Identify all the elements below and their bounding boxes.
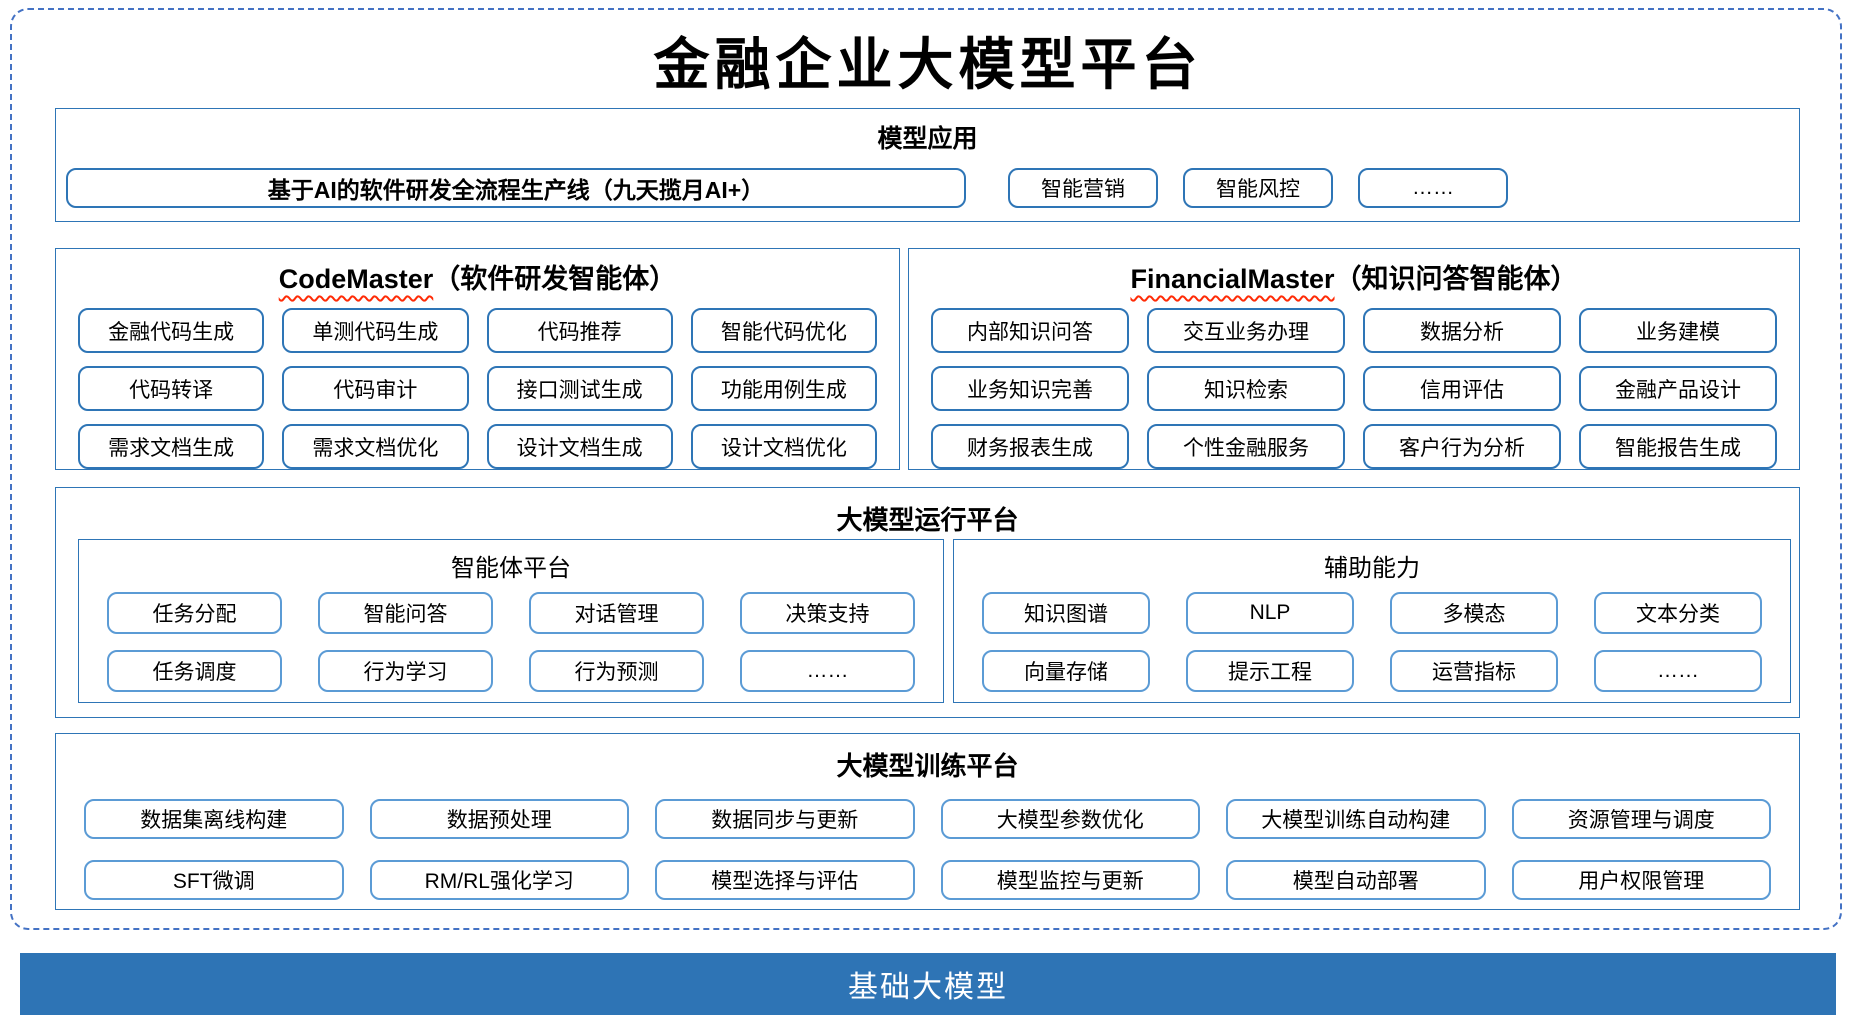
capability-box: 设计文档生成 xyxy=(486,424,673,469)
capability-box: 提示工程 xyxy=(1186,650,1354,692)
capability-box: 大模型参数优化 xyxy=(940,799,1200,839)
capability-box: 向量存储 xyxy=(982,650,1150,692)
capability-box: 业务知识完善 xyxy=(931,366,1129,411)
capability-box: 文本分类 xyxy=(1594,592,1762,634)
capability-box: 智能报告生成 xyxy=(1579,424,1777,469)
capability-box: 运营指标 xyxy=(1390,650,1558,692)
capability-box: 知识检索 xyxy=(1147,366,1345,411)
pipeline-box: 基于AI的软件研发全流程生产线（九天揽月AI+） xyxy=(66,168,966,208)
financialmaster-grid: 内部知识问答 交互业务办理 数据分析 业务建模 业务知识完善 知识检索 信用评估… xyxy=(909,308,1799,469)
run-platform-section: 大模型运行平台 智能体平台 任务分配 智能问答 对话管理 决策支持 任务调度 行… xyxy=(55,487,1800,718)
capability-box: RM/RL强化学习 xyxy=(369,860,629,900)
aux-ability-grid: 知识图谱 NLP 多模态 文本分类 向量存储 提示工程 运营指标 …… xyxy=(954,592,1790,692)
app-box: 智能风控 xyxy=(1183,168,1333,208)
capability-box: 设计文档优化 xyxy=(690,424,877,469)
aux-ability-box: 辅助能力 知识图谱 NLP 多模态 文本分类 向量存储 提示工程 运营指标 …… xyxy=(953,539,1791,703)
capability-box: 多模态 xyxy=(1390,592,1558,634)
agent-platform-grid: 任务分配 智能问答 对话管理 决策支持 任务调度 行为学习 行为预测 …… xyxy=(79,592,943,692)
model-app-section: 模型应用 基于AI的软件研发全流程生产线（九天揽月AI+） 智能营销 智能风控 … xyxy=(55,108,1800,222)
platform-dashed-outline xyxy=(10,8,1842,930)
capability-box: 数据集离线构建 xyxy=(84,799,344,839)
train-platform-section: 大模型训练平台 数据集离线构建 数据预处理 数据同步与更新 大模型参数优化 大模… xyxy=(55,733,1800,910)
capability-box: 知识图谱 xyxy=(982,592,1150,634)
app-box: 智能营销 xyxy=(1008,168,1158,208)
agent-platform-box: 智能体平台 任务分配 智能问答 对话管理 决策支持 任务调度 行为学习 行为预测… xyxy=(78,539,944,703)
capability-box: 客户行为分析 xyxy=(1363,424,1561,469)
base-model-bar: 基础大模型 xyxy=(20,953,1836,1015)
capability-box: 业务建模 xyxy=(1579,308,1777,353)
capability-box: 财务报表生成 xyxy=(931,424,1129,469)
capability-box: 用户权限管理 xyxy=(1511,860,1771,900)
capability-box: 信用评估 xyxy=(1363,366,1561,411)
capability-box: 功能用例生成 xyxy=(690,366,877,411)
capability-box: 对话管理 xyxy=(529,592,704,634)
capability-box: 金融代码生成 xyxy=(78,308,265,353)
capability-box: 需求文档优化 xyxy=(282,424,469,469)
app-box-ellipsis: …… xyxy=(1358,168,1508,208)
aux-ability-header: 辅助能力 xyxy=(1324,555,1420,582)
financialmaster-section: FinancialMaster（知识问答智能体） 内部知识问答 交互业务办理 数… xyxy=(908,248,1800,470)
capability-box: 单测代码生成 xyxy=(282,308,469,353)
capability-box: 资源管理与调度 xyxy=(1511,799,1771,839)
run-platform-header: 大模型运行平台 xyxy=(836,505,1019,535)
capability-box: 数据同步与更新 xyxy=(655,799,915,839)
capability-box: 个性金融服务 xyxy=(1147,424,1345,469)
capability-box: 代码转译 xyxy=(78,366,265,411)
capability-box: 数据预处理 xyxy=(369,799,629,839)
capability-box-ellipsis: …… xyxy=(1594,650,1762,692)
codemaster-subtitle: （软件研发智能体） xyxy=(433,264,677,294)
capability-box: 智能问答 xyxy=(318,592,493,634)
financialmaster-name: FinancialMaster xyxy=(1130,264,1335,294)
codemaster-grid: 金融代码生成 单测代码生成 代码推荐 智能代码优化 代码转译 代码审计 接口测试… xyxy=(56,308,899,469)
capability-box: 任务分配 xyxy=(107,592,282,634)
capability-box: 交互业务办理 xyxy=(1147,308,1345,353)
capability-box: 智能代码优化 xyxy=(690,308,877,353)
train-platform-header: 大模型训练平台 xyxy=(836,751,1019,781)
train-platform-grid: 数据集离线构建 数据预处理 数据同步与更新 大模型参数优化 大模型训练自动构建 … xyxy=(56,799,1799,900)
capability-box: 需求文档生成 xyxy=(78,424,265,469)
base-model-label: 基础大模型 xyxy=(848,971,1008,1004)
financialmaster-subtitle: （知识问答智能体） xyxy=(1334,264,1578,294)
codemaster-header: CodeMaster（软件研发智能体） xyxy=(56,257,899,296)
capability-box: 数据分析 xyxy=(1363,308,1561,353)
capability-box: 模型监控与更新 xyxy=(940,860,1200,900)
capability-box: 大模型训练自动构建 xyxy=(1226,799,1486,839)
capability-box: 代码审计 xyxy=(282,366,469,411)
model-app-row: 基于AI的软件研发全流程生产线（九天揽月AI+） 智能营销 智能风控 …… xyxy=(56,168,1799,208)
codemaster-name: CodeMaster xyxy=(278,264,434,294)
agent-platform-header: 智能体平台 xyxy=(451,555,571,582)
capability-box: 行为预测 xyxy=(529,650,704,692)
capability-box: 代码推荐 xyxy=(486,308,673,353)
capability-box: 金融产品设计 xyxy=(1579,366,1777,411)
capability-box: SFT微调 xyxy=(84,860,344,900)
capability-box: 行为学习 xyxy=(318,650,493,692)
capability-box: 接口测试生成 xyxy=(486,366,673,411)
capability-box: NLP xyxy=(1186,592,1354,634)
capability-box: 模型自动部署 xyxy=(1226,860,1486,900)
capability-box: 决策支持 xyxy=(740,592,915,634)
capability-box: 模型选择与评估 xyxy=(655,860,915,900)
page-title: 金融企业大模型平台 xyxy=(653,32,1203,98)
model-app-header: 模型应用 xyxy=(877,125,978,153)
financialmaster-header: FinancialMaster（知识问答智能体） xyxy=(909,257,1799,296)
codemaster-section: CodeMaster（软件研发智能体） 金融代码生成 单测代码生成 代码推荐 智… xyxy=(55,248,900,470)
capability-box-ellipsis: …… xyxy=(740,650,915,692)
capability-box: 任务调度 xyxy=(107,650,282,692)
capability-box: 内部知识问答 xyxy=(931,308,1129,353)
